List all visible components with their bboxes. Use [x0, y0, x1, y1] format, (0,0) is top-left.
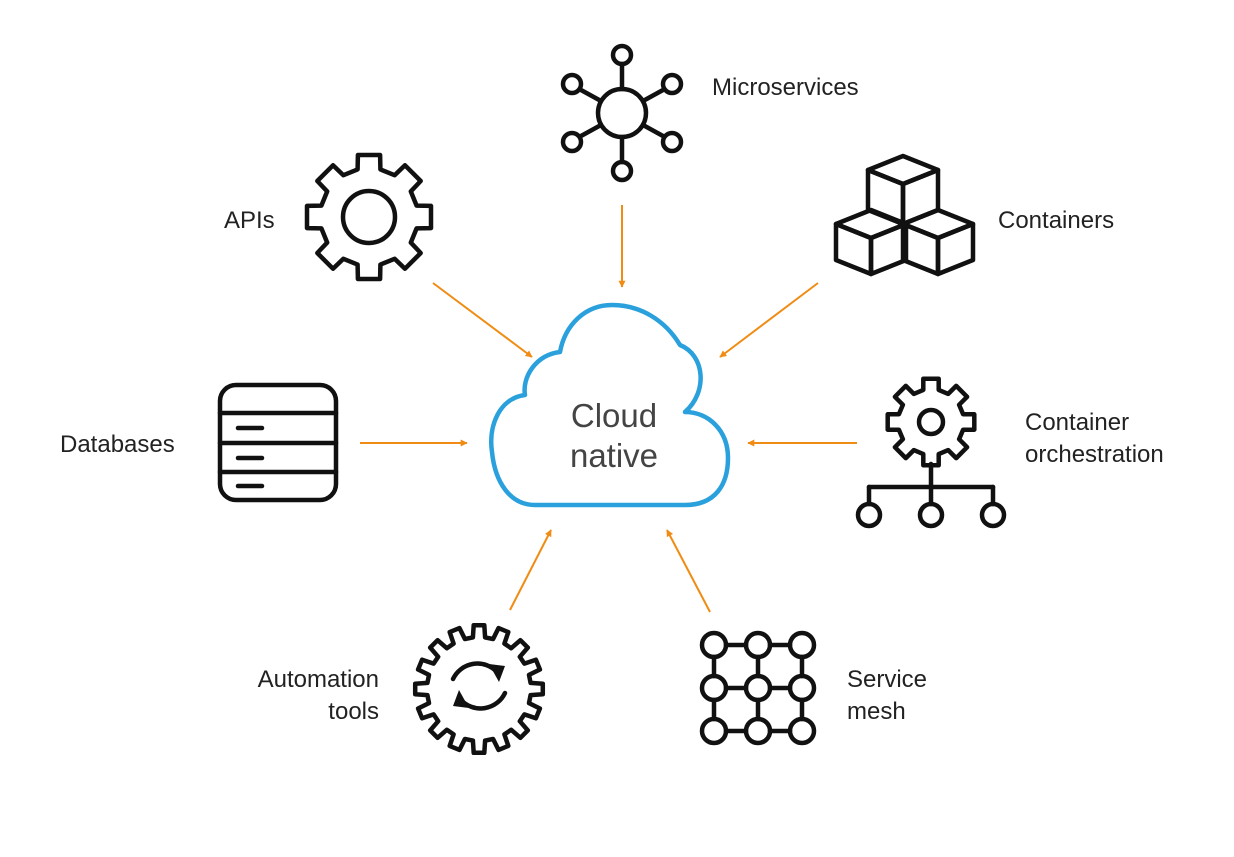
arrows: [360, 205, 857, 613]
node-service-mesh: Service mesh: [699, 630, 927, 746]
label-apis: APIs: [224, 207, 275, 234]
arrow-automation: [509, 529, 552, 611]
gear-hub-icon: [340, 188, 398, 246]
label-orchestration-line2: orchestration: [1025, 441, 1164, 468]
label-databases: Databases: [60, 431, 175, 458]
database-icon: [217, 382, 339, 503]
label-containers: Containers: [998, 207, 1114, 234]
node-databases: Databases: [60, 382, 339, 503]
node-container-orchestration: Container orchestration: [855, 376, 1164, 529]
node-apis: APIs: [224, 152, 434, 282]
label-automation-line1: Automation: [258, 666, 379, 693]
cloud-node: Cloud native: [489, 302, 731, 508]
node-containers: Containers: [833, 153, 1114, 277]
sync-arrowhead-bottom: [453, 690, 469, 708]
arrow-mesh: [666, 529, 711, 613]
arrow-containers: [719, 282, 819, 358]
gear-icon: [304, 152, 434, 282]
label-orchestration-line1: Container: [1025, 409, 1129, 436]
cloud-label-line1: Cloud: [571, 397, 657, 434]
label-mesh-line2: mesh: [847, 698, 906, 725]
node-automation-tools: Automation tools: [258, 622, 546, 756]
cloud-shape: [489, 302, 731, 508]
label-automation-line2: tools: [328, 698, 379, 725]
node-grid-icon: [699, 630, 817, 746]
gear-hierarchy-icon: [885, 376, 977, 468]
stacked-cubes-icon: [833, 153, 976, 277]
label-mesh-line1: Service: [847, 666, 927, 693]
node-microservices: Microservices: [560, 43, 859, 183]
cloud-label-line2: native: [570, 437, 658, 474]
sync-arrowhead-top: [489, 664, 505, 682]
hierarchy-connector-icon: [855, 407, 1007, 529]
arrow-apis: [432, 282, 533, 358]
microservices-hub-icon: [560, 43, 684, 183]
label-microservices: Microservices: [712, 74, 859, 101]
gear-sync-icon: [412, 622, 546, 756]
